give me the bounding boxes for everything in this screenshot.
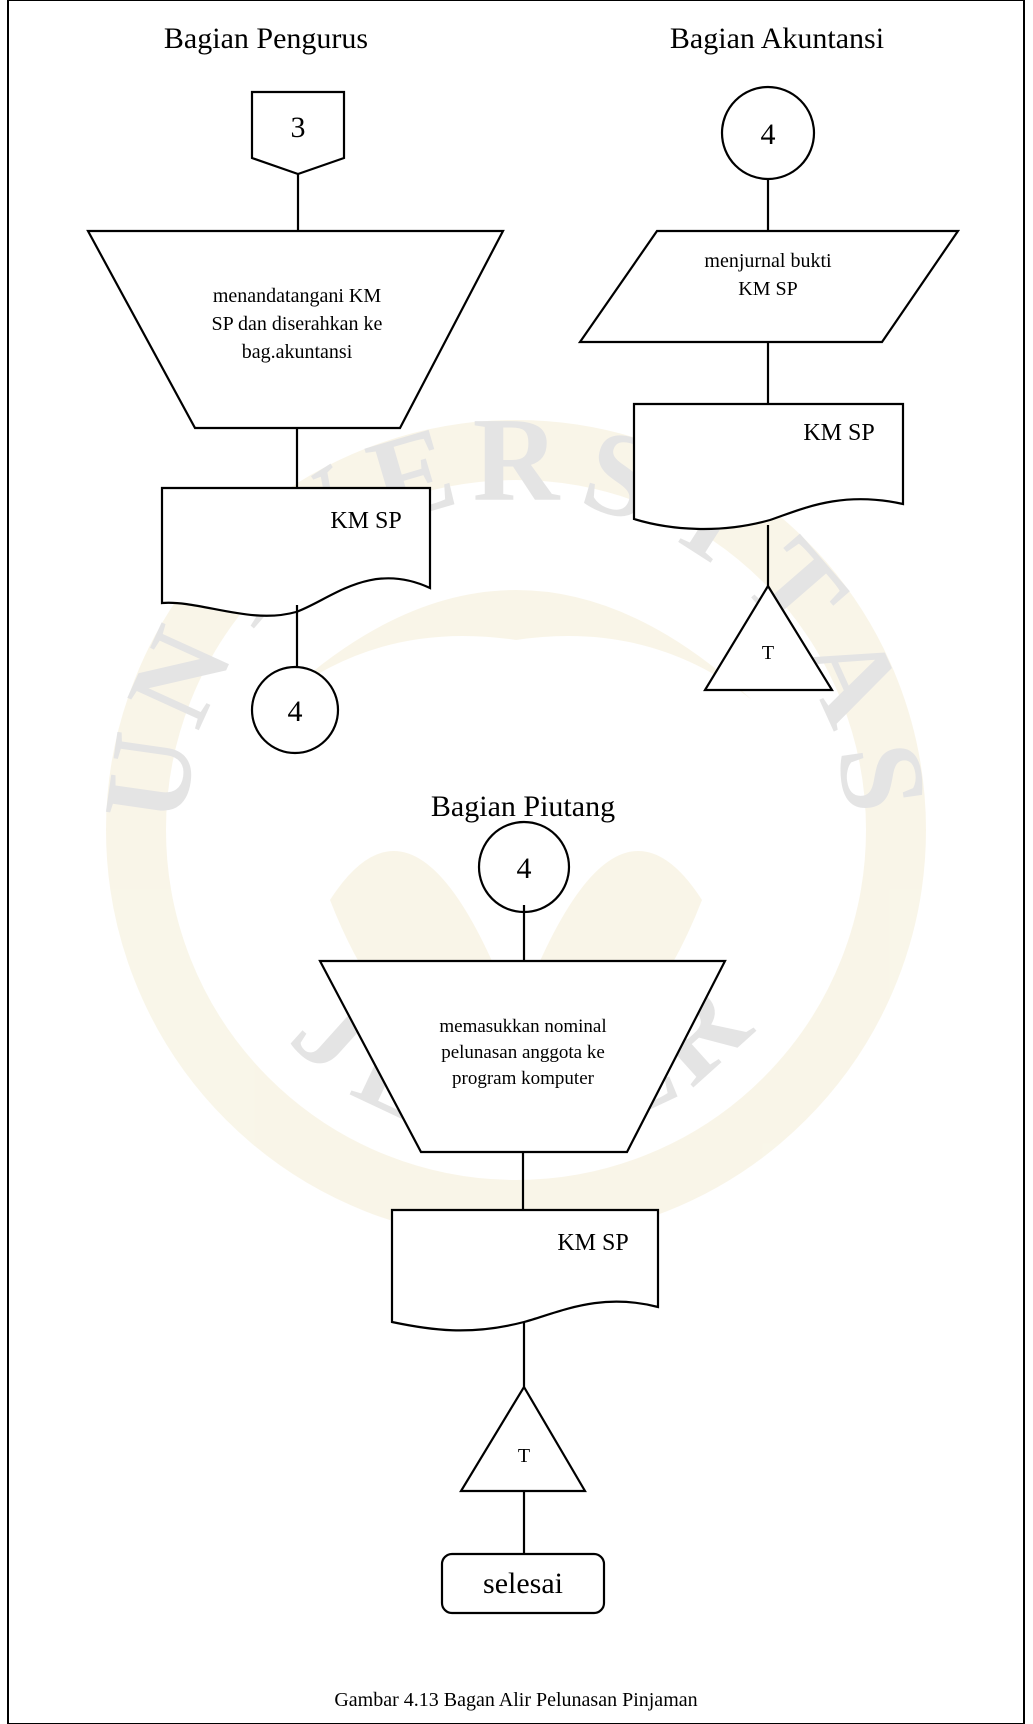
connector-4-piutang-label: 4 (517, 852, 532, 885)
lane-title-akuntansi: Bagian Akuntansi (670, 22, 884, 55)
process-label-pengurus-2: SP dan diserahkan ke (212, 313, 383, 335)
process-label-akuntansi-1: menjurnal bukti (704, 250, 832, 272)
document-label-akuntansi: KM SP (803, 420, 874, 446)
figure-caption: Gambar 4.13 Bagan Alir Pelunasan Pinjama… (334, 1689, 697, 1711)
watermark-letter: R (473, 393, 561, 526)
manual-operation-piutang (318, 959, 727, 1154)
watermark-letter: U (77, 725, 221, 830)
document-kmsp-akuntansi (632, 402, 905, 531)
archive-label-akuntansi: T (762, 642, 774, 664)
connector-4-out (250, 665, 340, 755)
process-label-piutang-1: memasukkan nominal (439, 1016, 606, 1037)
lane-title-pengurus: Bagian Pengurus (164, 22, 368, 55)
terminator-selesai (440, 1552, 606, 1615)
process-label-piutang-3: program komputer (452, 1068, 595, 1089)
offpage-connector-3-label: 3 (291, 111, 306, 144)
document-label-pengurus: KM SP (330, 508, 401, 534)
watermark-letter: S (812, 735, 953, 820)
lane-title-piutang: Bagian Piutang (431, 790, 615, 823)
page-border (7, 0, 1025, 1724)
manual-operation-pengurus (86, 229, 505, 430)
document-label-piutang: KM SP (557, 1230, 628, 1256)
io-parallelogram-akuntansi (577, 229, 961, 344)
offpage-connector-3 (250, 90, 346, 176)
connector-4-akuntansi-label: 4 (761, 118, 776, 151)
terminator-label: selesai (483, 1567, 563, 1600)
process-label-piutang-2: pelunasan anggota ke (441, 1042, 605, 1063)
archive-triangle-akuntansi (703, 583, 834, 692)
document-kmsp-piutang (390, 1208, 660, 1332)
connector-4-out-label: 4 (288, 695, 303, 728)
process-label-akuntansi-2: KM SP (738, 278, 797, 300)
archive-triangle-piutang (459, 1384, 587, 1493)
archive-label-piutang: T (518, 1445, 530, 1467)
process-label-pengurus-1: menandatangani KM (213, 285, 381, 307)
process-label-pengurus-3: bag.akuntansi (242, 341, 353, 363)
